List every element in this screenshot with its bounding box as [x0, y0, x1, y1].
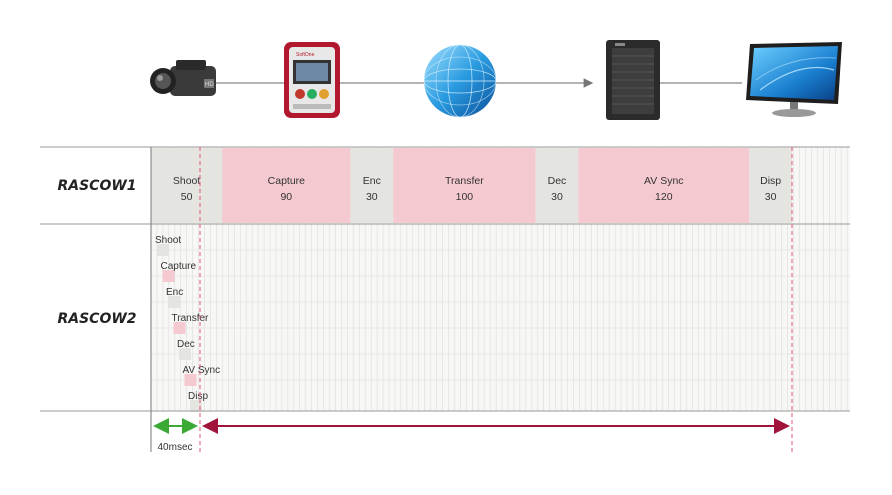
row-label-rascow2: RASCOW2: [57, 311, 136, 327]
stage-value: 50: [181, 191, 193, 203]
pipelined-stage-label: Enc: [166, 287, 183, 298]
stage-name: Dec: [548, 175, 567, 187]
stage-name: Enc: [363, 175, 381, 187]
pipelined-stage-block: [157, 244, 169, 256]
pipelined-stage-label: Transfer: [172, 313, 210, 324]
pipelined-stage-block: [190, 400, 202, 412]
pipelined-stage-block: [162, 270, 175, 282]
interval-label: 40msec: [157, 442, 192, 453]
monitor-icon: [746, 42, 842, 117]
globe-icon: [423, 44, 497, 118]
pipelined-stage-label: Shoot: [155, 235, 181, 246]
rascow1-timeline: Shoot 50 Capture 90 Enc 30 Transfer 100 Dec 30 AV …: [151, 148, 792, 223]
svg-text:HD: HD: [205, 82, 214, 88]
stage-value: 30: [765, 191, 777, 203]
capture-device-icon: SoftOne: [284, 42, 340, 118]
pipelined-stage-label: Capture: [161, 261, 197, 272]
stage-value: 30: [551, 191, 563, 203]
device-pipeline: HD SoftOne: [150, 40, 842, 120]
pipelined-stage-label: Dec: [177, 339, 195, 350]
camcorder-icon: HD: [150, 60, 216, 96]
pipelined-stage-block: [179, 348, 191, 360]
stage-segment-shoot: [151, 148, 223, 223]
stage-segment-enc: [350, 148, 394, 223]
stage-value: 100: [456, 191, 474, 203]
stage-segment-dec: [535, 148, 579, 223]
stage-segment-capture: [222, 148, 351, 223]
pipelined-stage-block: [173, 322, 186, 334]
pipelined-stage-label: Disp: [188, 391, 208, 402]
stage-name: Transfer: [445, 175, 484, 187]
stage-segment-av-sync: [578, 148, 750, 223]
capture-device-brand: SoftOne: [296, 52, 315, 58]
pipelined-stage-label: AV Sync: [183, 365, 221, 376]
stage-name: AV Sync: [644, 175, 684, 187]
stage-name: Capture: [268, 175, 306, 187]
workstation-icon: [606, 40, 660, 120]
stage-segment-disp: [749, 148, 792, 223]
pipelined-stage-block: [168, 296, 180, 308]
stage-value: 120: [655, 191, 673, 203]
pipelined-stage-block: [184, 374, 197, 386]
stage-value: 90: [280, 191, 292, 203]
stage-name: Shoot: [173, 175, 201, 187]
stage-segment-transfer: [393, 148, 536, 223]
row-label-rascow1: RASCOW1: [57, 178, 136, 194]
stage-value: 30: [366, 191, 378, 203]
stage-name: Disp: [760, 175, 781, 187]
